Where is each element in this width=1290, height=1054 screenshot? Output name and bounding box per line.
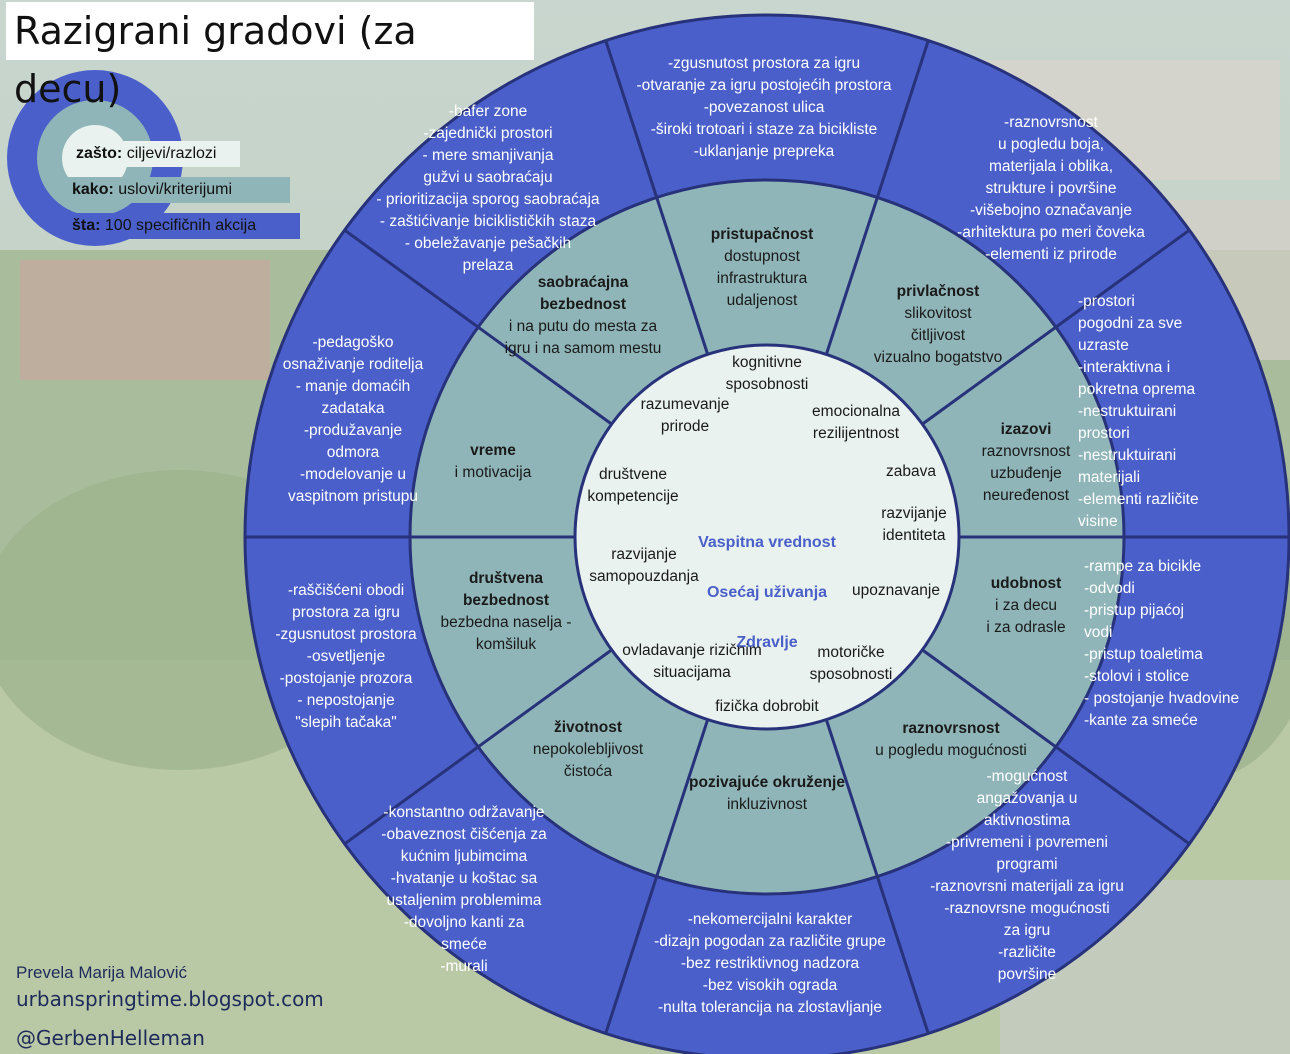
sector-divider [604,719,710,1034]
outer-variety-actions: -mogućnost angažovanja u aktivnostima -p… [930,768,1124,983]
outer-time-actions: -pedagoško osnaživanje roditelja - manje… [282,334,424,505]
middle-traffic-safety-text: i na putu do mesta za igru i na samom me… [504,318,662,357]
middle-attractiveness-title: privlačnost [896,283,980,300]
legend-what-value: 100 specifičnih akcija [104,217,257,234]
outer-challenges-actions: -prostori pogodni za sve uzraste -intera… [1078,293,1199,530]
sector-divider [604,40,710,355]
middle-comfort-title: udobnost [990,575,1062,592]
middle-variety-title: raznovrsnost [902,720,1000,737]
blog-link[interactable]: urbanspringtime.blogspot.com [16,987,324,1011]
middle-accessibility: pristupačnost dostupnost infrastruktura u… [682,224,842,312]
outer-social-safety-actions: -raščišćeni obodi prostora za igru -zgus… [275,582,417,731]
outer-attractiveness-actions: -raznovrsnost u pogledu boja, materijala… [957,114,1145,263]
middle-liveliness: životnost nepokolebljivost čistoća [513,717,663,783]
outer-liveliness-actions: -konstantno održavanje -obaveznost čišće… [381,804,547,975]
translator-credit: Prevela Marija Malović [16,963,187,982]
middle-time-text: i motivacija [454,464,532,481]
middle-traffic-safety-title: saobraćajna bezbednost [537,274,629,313]
legend-why-key: zašto: [76,145,123,162]
middle-liveliness-text: nepokolebljivost čistoća [532,741,644,780]
middle-social-safety: društvena bezbednost bezbedna naselja - k… [426,568,586,656]
inner-label-motor-skills: motoričke sposobnosti [809,644,893,683]
middle-time: vreme i motivacija [438,440,548,484]
sector-divider [921,228,1191,426]
middle-accessibility-text: dostupnost infrastruktura udaljenost [716,248,808,309]
middle-inviting: pozivajuće okruženje inkluzivnost [672,772,862,816]
middle-challenges: izazovi raznovrsnost uzbuđenje neuređenos… [961,419,1091,507]
middle-attractiveness: privlačnost slikovitost čitljivost vizual… [858,281,1018,369]
middle-comfort: udobnost i za decu i za odrasle [966,573,1086,639]
legend-how: kako: uslovi/kriterijumi [68,179,232,201]
outer-traffic-safety-actions: -bafer zone -zajednički prostori - mere … [376,103,600,274]
middle-variety-text: u pogledu mogućnosti [875,742,1027,759]
inner-label-getting-to-know: upoznavanje [852,582,940,599]
sector-divider [824,719,930,1034]
page-title: Razigrani gradovi (za decu) [6,2,534,111]
twitter-handle[interactable]: @GerbenHelleman [16,1026,205,1050]
center-line-3: Zdravlje [736,634,798,651]
middle-social-safety-text: bezbedna naselja - komšiluk [440,614,572,653]
legend-why-value: ciljevi/razlozi [126,145,217,162]
outer-comfort-actions: -rampe za bicikle -odvodi -pristup pijać… [1084,558,1240,729]
middle-accessibility-title: pristupačnost [710,226,814,243]
inner-label-fun: zabava [886,463,936,480]
inner-label-social-competence: društvene kompetencije [587,466,679,505]
legend-how-value: uslovi/kriterijumi [118,181,233,198]
middle-variety: raznovrsnost u pogledu mogućnosti [858,718,1044,762]
legend-bar-what [68,213,300,239]
middle-traffic-safety: saobraćajna bezbednost i na putu do mesta… [488,272,678,360]
sector-divider [921,648,1191,846]
ring-dividers [245,40,1289,1034]
legend-bar-why [68,141,240,167]
middle-social-safety-title: društvena bezbednost [462,570,550,609]
inner-label-self-confidence: razvijanje samopouzdanja [589,546,699,585]
middle-inviting-title: pozivajuće okruženje [689,774,845,791]
middle-comfort-text: i za decu i za odrasle [986,597,1066,636]
middle-challenges-text: raznovrsnost uzbuđenje neuređenost [981,443,1071,504]
middle-time-title: vreme [470,442,516,459]
middle-liveliness-title: životnost [553,719,623,736]
inner-label-identity: razvijanje identiteta [881,505,947,544]
inner-label-cognitive: kognitivne sposobnosti [725,354,809,393]
inner-label-emotional: emocionalna rezilijentnost [812,403,900,442]
outer-inviting-actions: -nekomercijalni karakter -dizajn pogodan… [654,911,886,1016]
inner-label-nature: razumevanje prirode [640,396,730,435]
legend-bar-how [68,177,290,203]
legend-how-key: kako: [72,181,114,198]
legend-what-key: šta: [72,217,101,234]
inner-label-risk-situations: ovladavanje rizičnim situacijama [622,642,762,681]
middle-attractiveness-text: slikovitost čitljivost vizualno bogatstv… [873,305,1003,366]
legend-what: šta: 100 specifičnih akcija [68,215,256,237]
sector-divider [343,648,613,846]
center-line-1: Vaspitna vrednost [698,534,836,551]
middle-inviting-text: inkluzivnost [726,796,808,813]
sector-divider [343,228,613,426]
middle-challenges-title: izazovi [1000,421,1052,438]
outer-accessibility-actions: -zgusnutost prostora za igru -otvaranje … [636,55,892,160]
center-goals: Vaspitna vrednost Osećaj uživanja Zdravl… [667,505,867,680]
sector-divider [824,40,930,355]
inner-disc-goals [573,343,961,731]
legend-why: zašto: ciljevi/razlozi [72,143,216,165]
inner-label-physical-wellbeing: fizička dobrobit [715,698,819,715]
center-line-2: Osećaj uživanja [706,584,828,601]
